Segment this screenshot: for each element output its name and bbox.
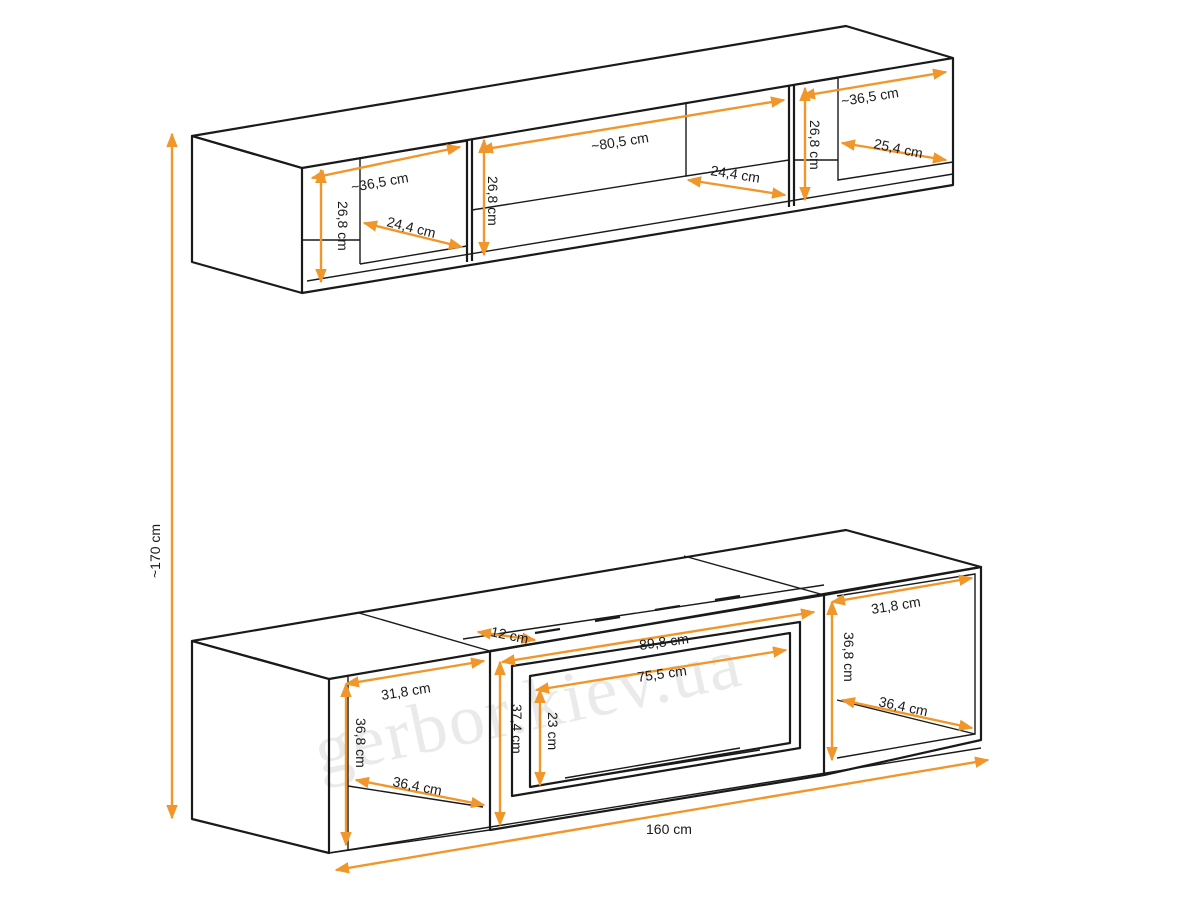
- fireplace-inner-width-label: 75,5 cm: [636, 662, 688, 685]
- tv-right-width-label: 31,8 cm: [870, 593, 922, 617]
- shelf-left-depth-label: 24,4 cm: [385, 213, 437, 241]
- overall-height-label: ~170 cm: [147, 524, 163, 578]
- tv-right-height-label: 36,8 cm: [841, 632, 857, 682]
- shelf-center-depth-label: 24,4 cm: [710, 162, 762, 186]
- shelf-center-height-label: 26,8 cm: [485, 176, 501, 226]
- shelf-center-width-label: ~80,5 cm: [590, 129, 650, 154]
- tv-left-width-label: 31,8 cm: [380, 679, 432, 703]
- total-width-label: 160 cm: [646, 821, 692, 837]
- tv-left-height-label: 36,8 cm: [353, 718, 369, 768]
- fireplace-outer-height-label: 37,4 cm: [509, 704, 525, 754]
- wall-shelf-top: [190, 24, 955, 170]
- fireplace-outer-width-label: 89,8 cm: [638, 630, 690, 653]
- tv-unit-left-side: [190, 639, 331, 855]
- shelf-left-height-label: 26,8 cm: [335, 201, 351, 251]
- shelf-left-width-label: ~36,5 cm: [350, 169, 410, 195]
- tv-unit: 31,8 cm 36,8 cm 36,4 cm 12 cm 89,8 cm 75…: [190, 528, 990, 874]
- shelf-right-height-label: 26,8 cm: [807, 120, 823, 170]
- fireplace-depth-label: 12 cm: [489, 623, 530, 647]
- wall-shelf: ~36,5 cm 26,8 cm 24,4 cm ~80,5 cm 26,8 c…: [190, 24, 955, 295]
- fireplace-inner-height-label: 23 cm: [545, 712, 561, 750]
- watermark: gerbor.kiev.ua: [307, 622, 749, 791]
- wall-shelf-front-left: [190, 134, 304, 295]
- tv-right-depth-label: 36,4 cm: [877, 693, 929, 719]
- shelf-right-depth-label: 25,4 cm: [872, 135, 924, 161]
